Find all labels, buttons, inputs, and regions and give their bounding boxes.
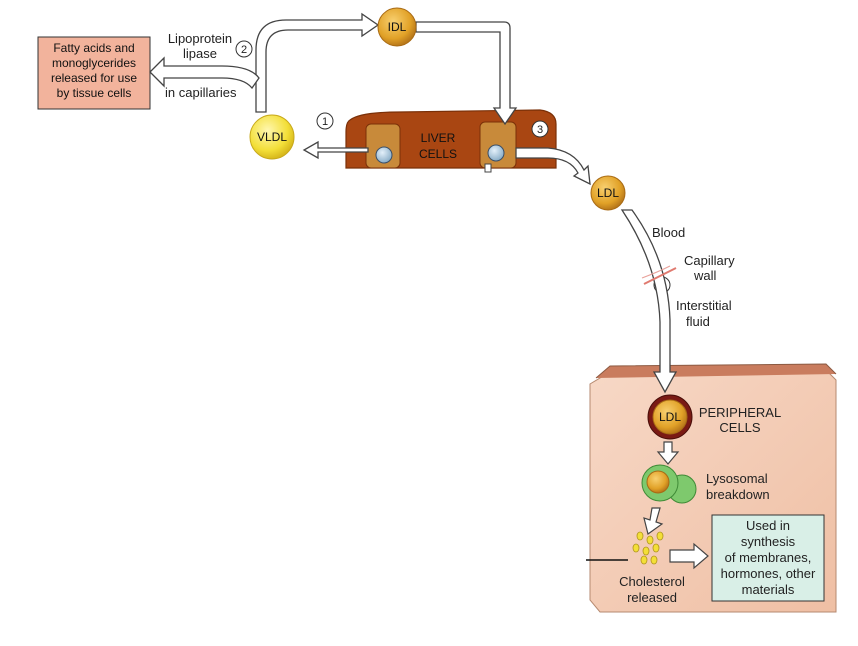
nucleus-left <box>375 146 393 164</box>
step-1-marker: 1 <box>316 112 334 130</box>
liver-cells-label-line1: LIVER <box>421 131 456 145</box>
used-in-synthesis-box: Used in synthesis of membranes, hormones… <box>711 514 825 602</box>
cholesterol-droplets <box>632 531 664 565</box>
svg-text:2: 2 <box>241 44 247 56</box>
fatty-acids-line1: Fatty acids and <box>53 41 134 55</box>
capillary-wall-mark-inner <box>641 265 671 279</box>
interstitial-fluid-line1: Interstitial <box>676 298 732 313</box>
in-capillaries-label: in capillaries <box>165 85 237 100</box>
blood-label: Blood <box>652 225 685 240</box>
ldl-particle-blood: LDL <box>590 175 626 211</box>
arrow-ldl-to-peripheral <box>620 209 678 394</box>
used-line2: synthesis <box>741 534 796 549</box>
arrow-ldl-to-lysosome <box>656 441 680 465</box>
arrow-to-fatty-acids <box>149 56 260 90</box>
svg-text:1: 1 <box>322 116 328 128</box>
arrow-liver-to-vldl <box>302 140 369 160</box>
liver-cells-label-line2: CELLS <box>419 147 457 161</box>
arrow-idl-to-liver <box>415 21 518 126</box>
ldl-particle-peripheral: LDL <box>647 394 693 440</box>
fatty-acids-line3: released for use <box>51 71 137 85</box>
capillary-wall-line1: Capillary <box>684 253 735 268</box>
nucleus-right <box>487 144 505 162</box>
vldl-label: VLDL <box>257 130 287 144</box>
liver-block: LIVER CELLS <box>345 109 557 169</box>
arrow-vldl-to-idl <box>255 12 380 113</box>
lysosomal-breakdown-line2: breakdown <box>706 487 770 502</box>
fatty-acids-line4: by tissue cells <box>57 86 132 100</box>
step-2-marker: 2 <box>235 40 253 58</box>
peripheral-cells-line1: PERIPHERAL <box>699 405 781 420</box>
cholesterol-released-line1: Cholesterol <box>619 574 685 589</box>
cholesterol-released-line2: released <box>627 590 677 605</box>
used-line3: of membranes, <box>725 550 812 565</box>
used-line4: hormones, other <box>721 566 816 581</box>
fatty-acids-box: Fatty acids and monoglycerides released … <box>37 36 151 110</box>
lipoprotein-lipase-line1: Lipoprotein <box>168 31 232 46</box>
ldl-label: LDL <box>597 186 619 200</box>
capillary-wall-line2: wall <box>693 268 717 283</box>
used-line1: Used in <box>746 518 790 533</box>
ldl-peripheral-label: LDL <box>659 410 681 424</box>
lysosomal-breakdown-line1: Lysosomal <box>706 471 768 486</box>
svg-text:3: 3 <box>537 124 543 136</box>
peripheral-cells-line2: CELLS <box>719 420 761 435</box>
capillary-wall-mark <box>643 267 677 285</box>
lipoprotein-lipase-line2: lipase <box>183 46 217 61</box>
fatty-acids-line2: monoglycerides <box>52 56 136 70</box>
used-line5: materials <box>742 582 795 597</box>
arrow-lysosome-to-cholesterol <box>643 507 664 536</box>
top-pathway-arrows <box>149 12 591 186</box>
idl-label: IDL <box>388 20 407 34</box>
step-markers: 1 2 3 4 5 <box>235 40 671 424</box>
vldl-particle: VLDL <box>249 114 295 160</box>
idl-particle: IDL <box>377 7 417 47</box>
arrow-cholesterol-to-used <box>669 542 709 570</box>
step-3-marker: 3 <box>531 120 549 138</box>
arrow-liver-to-ldl <box>515 147 591 186</box>
liver-exit-tab <box>484 163 492 173</box>
interstitial-fluid-line2: fluid <box>686 314 710 329</box>
lysosome <box>641 464 697 504</box>
